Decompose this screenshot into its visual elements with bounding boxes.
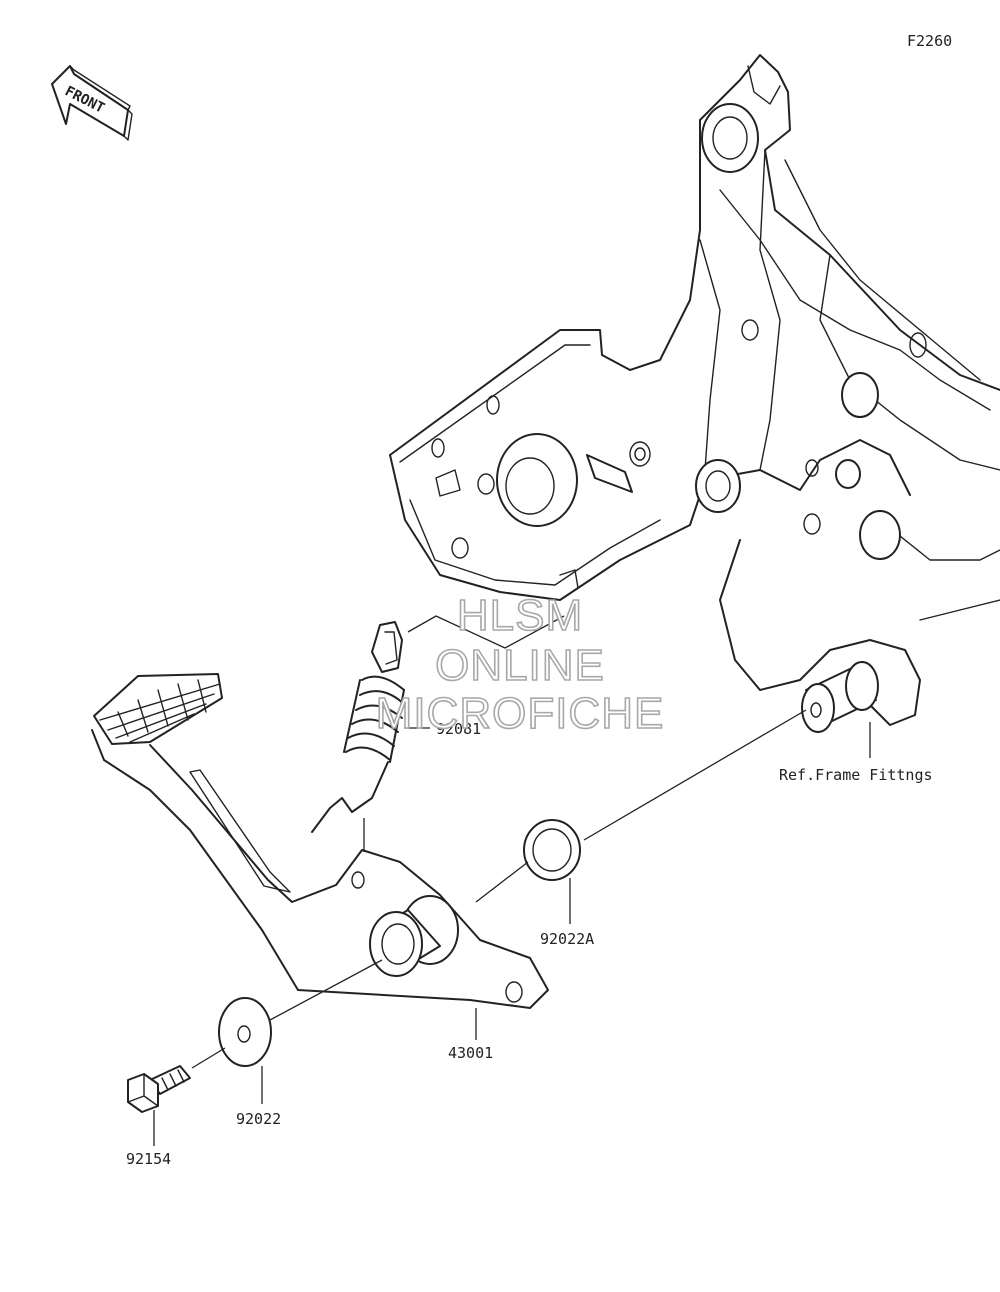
front-arrow-icon: FRONT (51, 65, 133, 141)
return-spring (311, 621, 405, 833)
pivot-shaft (801, 661, 879, 733)
watermark-line-3: MICROFICHE (376, 689, 665, 738)
washer-92022A (523, 819, 581, 881)
part-label-43001: 43001 (448, 1044, 493, 1062)
part-label-92081: 92081 (436, 720, 481, 738)
brake-pedal (91, 673, 549, 1009)
bolt-92154 (127, 1065, 191, 1113)
part-label-92022: 92022 (236, 1110, 281, 1128)
part-label-92154: 92154 (126, 1150, 171, 1168)
figure-code: F2260 (907, 32, 952, 50)
part-label-92022A: 92022A (540, 930, 594, 948)
frame-bracket (389, 54, 1000, 726)
watermark: HLSM ONLINE MICROFICHE (375, 590, 665, 739)
washer-92022 (218, 997, 272, 1067)
leader-lines (153, 615, 871, 1146)
watermark-line-2: ONLINE (435, 641, 605, 690)
watermark-line-1: HLSM (457, 591, 583, 640)
part-label-ref-frame-fittings: Ref.Frame Fittngs (779, 766, 933, 784)
